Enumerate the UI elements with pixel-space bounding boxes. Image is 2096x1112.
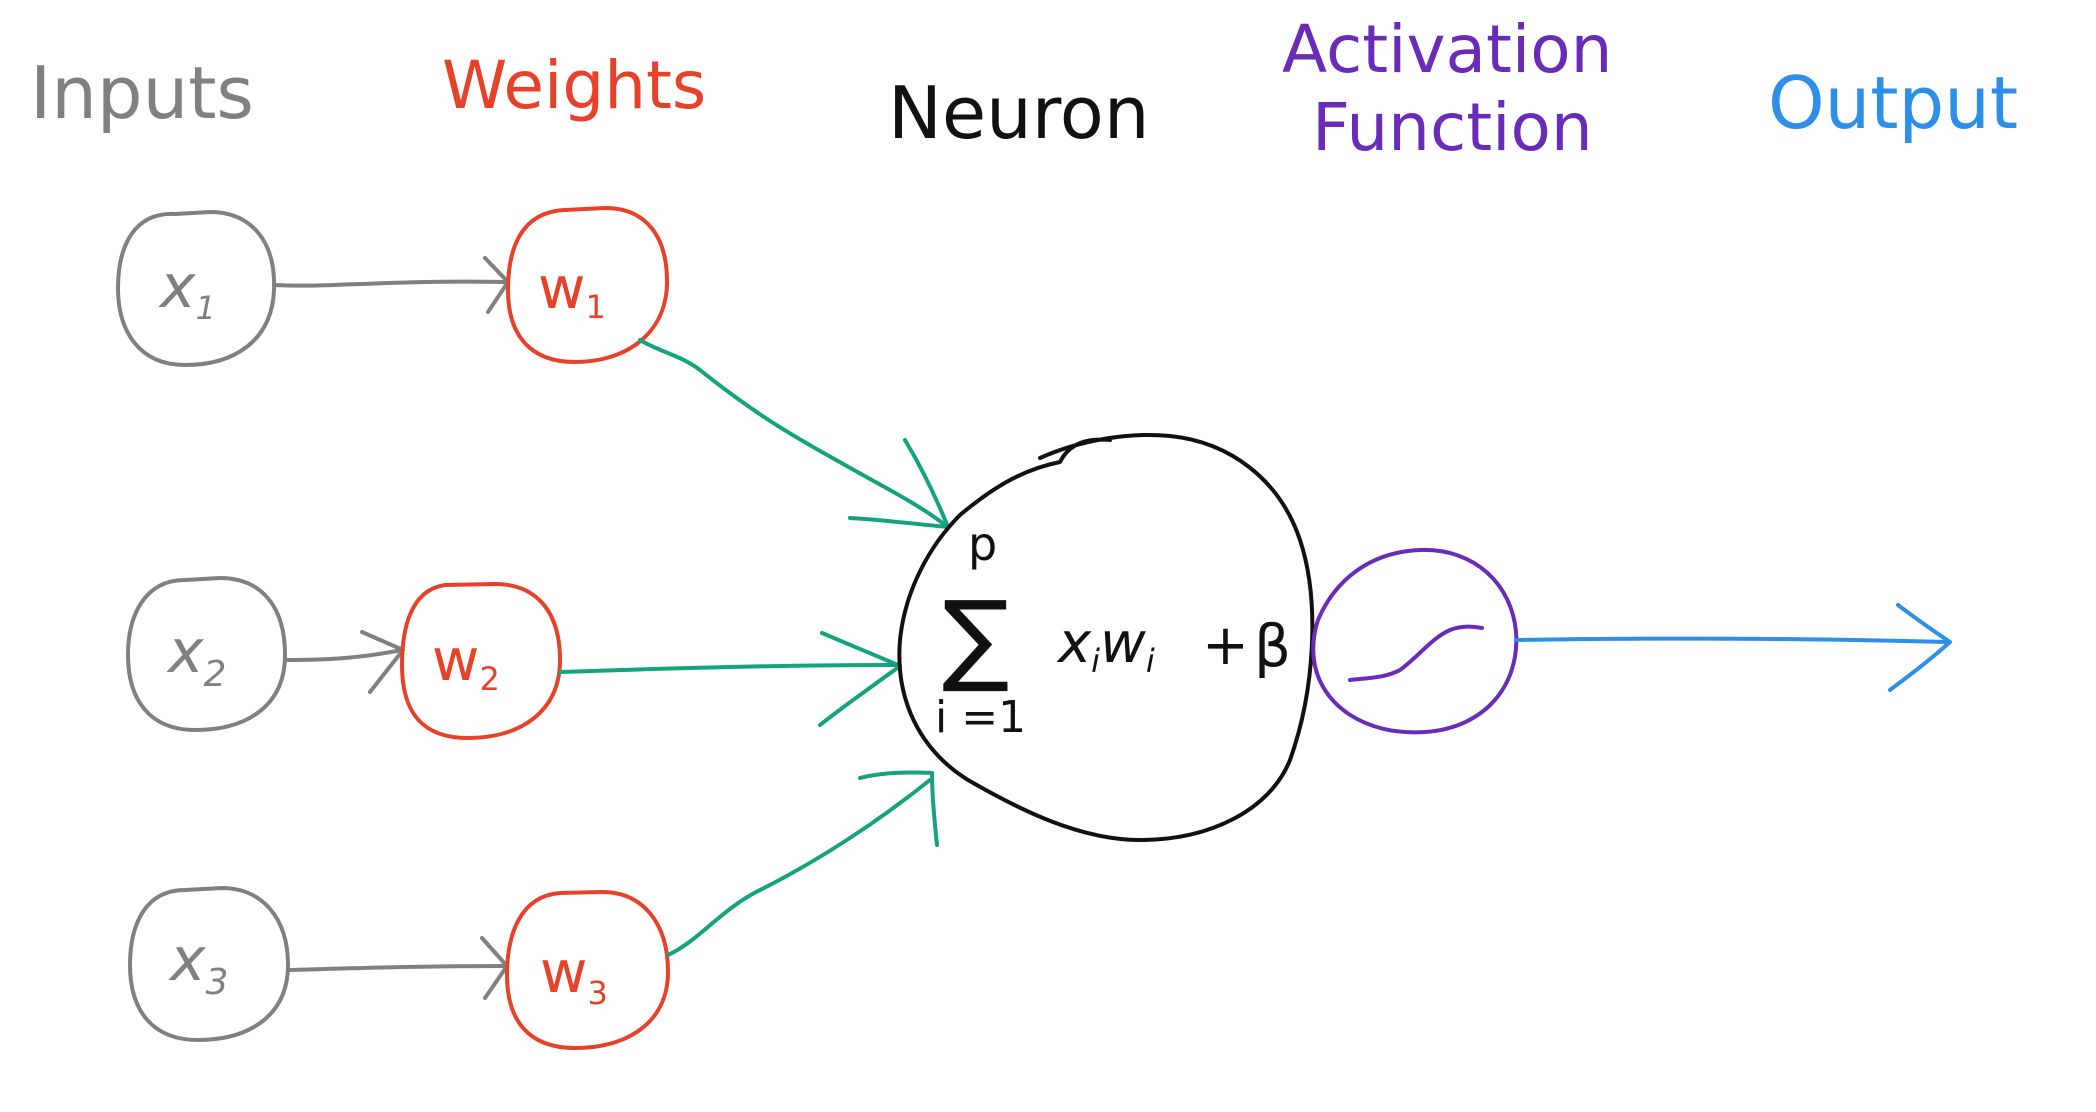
input-node-2: x2	[126, 576, 287, 732]
input-label-1: x1	[158, 252, 216, 327]
formula-term: xiwi	[1056, 611, 1155, 680]
formula-sigma: ∑	[942, 579, 1009, 696]
neuron-node: p ∑ i =1 xiwi + β	[897, 432, 1315, 842]
weight-label-3: w3	[540, 938, 608, 1012]
weight-neuron-arrow-2	[558, 631, 902, 727]
input-weight-arrow-1	[272, 256, 510, 314]
activation-header-line2: Function	[1312, 89, 1593, 166]
weight-label-2: w2	[432, 626, 500, 698]
weight-node-1: w1	[506, 206, 670, 364]
output-header: Output	[1768, 61, 2018, 145]
inputs-header: Inputs	[30, 51, 254, 135]
activation-node	[1311, 547, 1519, 735]
neuron-header: Neuron	[888, 71, 1150, 155]
input-label-2: x2	[166, 617, 226, 695]
weight-label-1: w1	[538, 254, 606, 326]
sigmoid-icon	[1348, 624, 1484, 682]
weight-node-2: w2	[400, 582, 562, 740]
output-arrow	[1514, 603, 1952, 692]
weight-node-3: w3	[505, 890, 670, 1050]
weight-neuron-arrow-1	[638, 338, 950, 529]
input-weight-arrow-2	[283, 630, 405, 694]
weight-neuron-arrow-3	[666, 770, 939, 957]
weights-header: Weights	[442, 47, 706, 124]
activation-header-line1: Activation	[1282, 11, 1612, 88]
formula-bias: β	[1254, 612, 1291, 680]
input-node-1: x1	[116, 210, 277, 367]
input-node-3: x3	[128, 886, 290, 1042]
formula-upper-limit: p	[968, 517, 997, 571]
input-label-3: x3	[168, 925, 228, 1003]
formula-plus: +	[1202, 613, 1249, 678]
formula-lower-limit: i =1	[935, 692, 1026, 743]
input-weight-arrow-3	[286, 936, 509, 1000]
